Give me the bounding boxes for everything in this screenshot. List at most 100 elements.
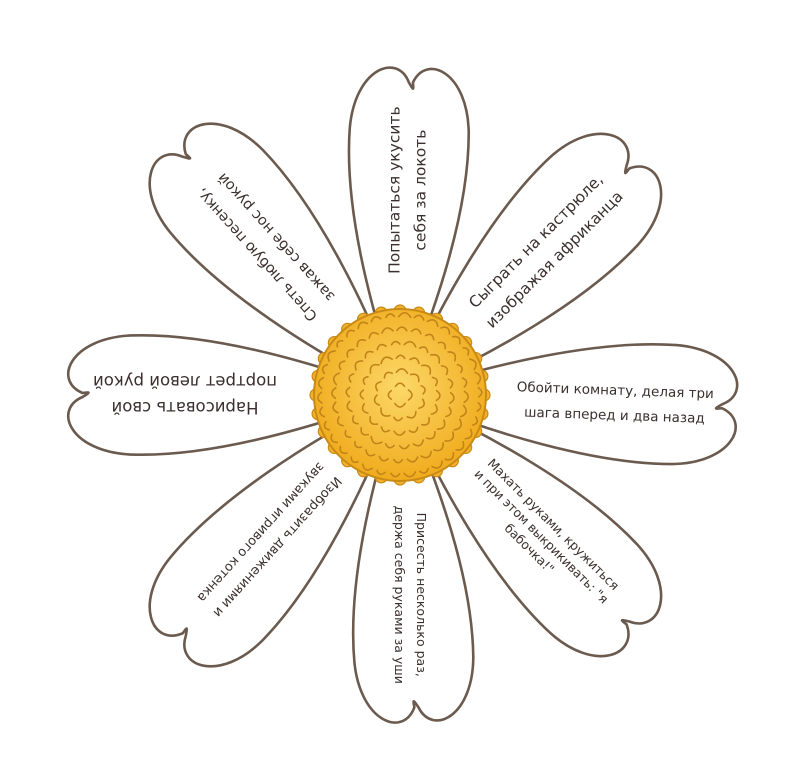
petal-label-line: держа себя руками за уши — [392, 506, 407, 684]
center-curl — [351, 415, 359, 425]
center-curl — [395, 354, 406, 360]
center-curl — [418, 346, 429, 354]
center-curl — [418, 398, 425, 410]
center-curl — [430, 403, 438, 415]
center-curl — [393, 430, 406, 436]
center-curl — [444, 451, 455, 461]
center-curl — [431, 376, 438, 387]
center-curl — [370, 315, 382, 323]
center-curl — [336, 339, 344, 348]
petal-label-line: Нарисовать свой — [112, 398, 259, 417]
center-curl — [361, 463, 373, 471]
center-curl — [354, 360, 364, 371]
center-curl — [409, 357, 420, 365]
center-curl — [319, 406, 326, 418]
center-curl — [339, 445, 348, 455]
center-curl — [390, 472, 401, 478]
petal-shape — [148, 122, 394, 387]
center-curl — [398, 444, 410, 450]
center-curl — [456, 363, 463, 374]
center-curl — [447, 351, 457, 362]
petal-label-line: шага вперед и два назад — [524, 405, 705, 427]
petal: Присесть несколько раз, держа себя руками… — [351, 413, 475, 724]
center-curl — [449, 391, 455, 404]
center-curl — [421, 416, 430, 426]
petal-shape — [148, 403, 394, 668]
center-curl — [390, 340, 401, 346]
center-curl — [433, 442, 444, 452]
petal-label-line: портрет левой рукой — [93, 372, 277, 391]
center-curl — [380, 426, 391, 433]
center-curl — [477, 387, 483, 398]
center-curl — [373, 394, 381, 406]
center-curl — [362, 375, 369, 385]
center-curl — [413, 314, 425, 321]
center-curl — [418, 467, 430, 474]
center-curl — [368, 331, 379, 339]
center-curl — [380, 407, 391, 417]
center-curl — [474, 371, 482, 385]
center-curl — [395, 368, 409, 375]
center-curl — [385, 313, 396, 319]
center-curl — [394, 402, 406, 408]
center-curl — [461, 377, 468, 388]
center-curl — [424, 333, 435, 341]
center-curl — [440, 326, 451, 335]
center-curl — [317, 376, 325, 390]
center-curl — [369, 415, 379, 426]
center-curl — [393, 416, 403, 422]
center-curl — [354, 440, 363, 449]
center-curl — [469, 358, 477, 371]
center-curl — [317, 391, 323, 404]
center-curl — [472, 416, 479, 426]
center-curl — [376, 343, 387, 351]
center-curl — [327, 350, 336, 362]
center-curl — [345, 386, 351, 398]
center-curl — [406, 456, 419, 463]
center-curl — [431, 460, 444, 469]
center-curl — [396, 326, 408, 332]
center-curl — [378, 455, 389, 462]
center-curl — [344, 429, 352, 438]
petal-label-line: Присесть несколько раз, — [414, 513, 429, 677]
center-curl — [393, 458, 404, 464]
center-curl — [359, 389, 365, 400]
center-curl — [421, 364, 432, 375]
center-curl — [360, 427, 370, 436]
center-curl — [464, 428, 473, 440]
center-curl — [430, 353, 441, 364]
center-curl — [381, 327, 394, 334]
petal-shape — [407, 402, 663, 658]
center-curl — [383, 371, 394, 379]
center-curl — [331, 387, 337, 400]
center-curl — [369, 363, 380, 374]
center-curl — [440, 365, 449, 376]
center-curl — [350, 456, 359, 464]
center-curl — [453, 418, 462, 431]
center-curl — [370, 435, 383, 445]
center-curl — [452, 335, 461, 345]
center-curl — [425, 430, 436, 440]
center-curl — [330, 433, 338, 444]
center-curl — [436, 419, 446, 430]
center-curl — [426, 318, 439, 328]
petal: Спеть любую песенку,зажав себе нос рукой — [148, 122, 394, 387]
center-curl — [364, 350, 374, 359]
petal-shape — [351, 413, 475, 724]
center-curl — [437, 341, 447, 350]
center-curl — [380, 356, 393, 365]
center-curl — [336, 416, 344, 427]
center-curl — [403, 340, 417, 348]
center-curl — [376, 469, 386, 476]
center-curl — [321, 363, 329, 375]
center-curl — [357, 321, 369, 330]
center-curl — [384, 443, 395, 449]
center-curl — [346, 400, 353, 413]
center-curl — [455, 440, 465, 451]
petal: Нарисовать свой портрет левой рукой — [66, 333, 382, 457]
center-curl — [346, 348, 355, 358]
center-texture — [317, 311, 483, 478]
center-curl — [365, 449, 376, 457]
